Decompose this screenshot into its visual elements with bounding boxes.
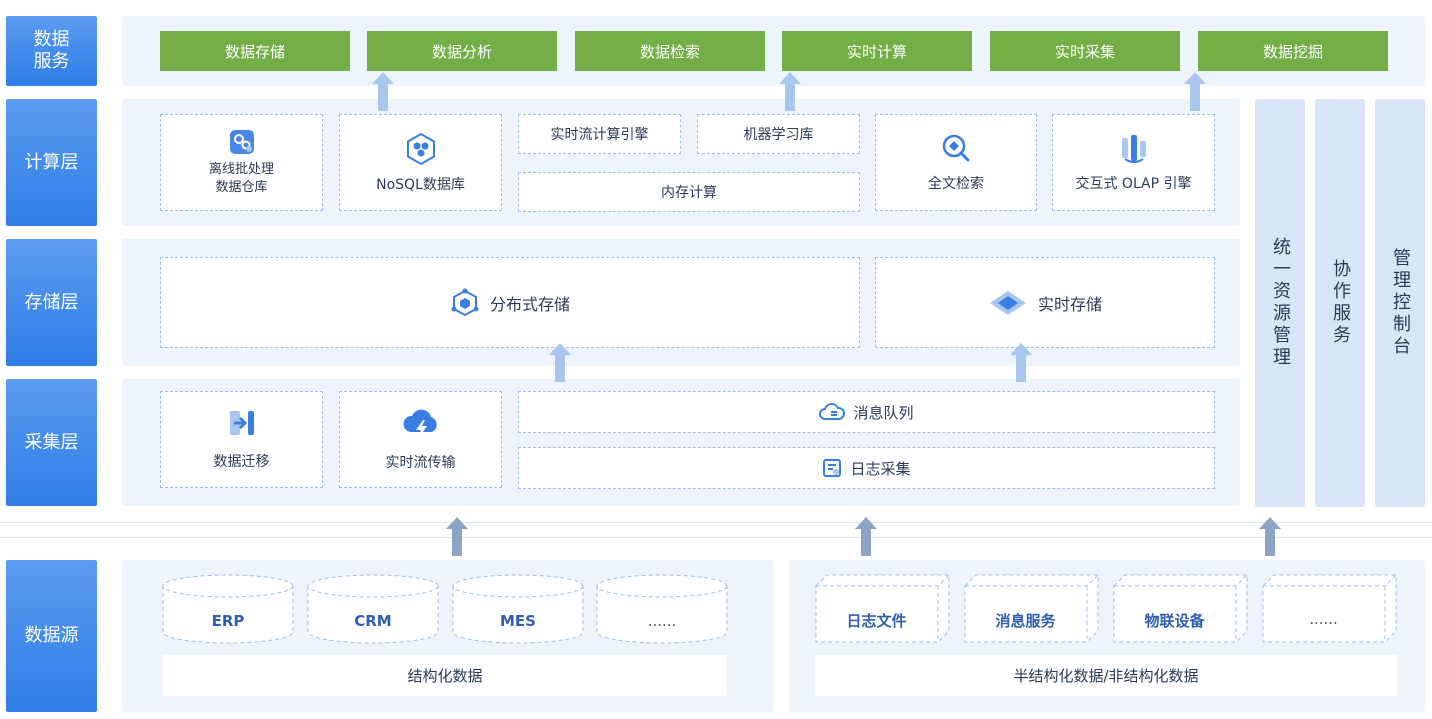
cloud-queue-icon <box>819 403 846 420</box>
cylinder-shape <box>307 574 439 644</box>
side-resource-management: 统一资源管理 <box>1255 99 1305 507</box>
layer-label-collect: 采集层 <box>6 379 97 506</box>
source-more-structured: ...... <box>596 574 728 644</box>
iot-devices-label: 物联设备 <box>1144 612 1205 630</box>
crm-label: CRM <box>354 612 392 630</box>
storage-realtime: 实时存储 <box>875 257 1215 348</box>
source-log-files: 日志文件 <box>815 574 950 644</box>
message-service-label: 消息服务 <box>995 612 1056 630</box>
compute-nosql: NoSQL数据库 <box>339 114 502 211</box>
erp-label: ERP <box>211 612 245 630</box>
cylinder-shape <box>596 574 728 644</box>
layer-label-service: 数据 服务 <box>6 16 97 86</box>
search-icon <box>942 134 970 161</box>
log-collect-label: 日志采集 <box>850 459 911 478</box>
source-more-semi: ...... <box>1262 574 1397 644</box>
service-realtime-compute: 实时计算 <box>782 31 972 71</box>
source-iot-devices: 物联设备 <box>1113 574 1248 644</box>
arrow-up-mining <box>1184 72 1206 111</box>
log-files-label: 日志文件 <box>846 612 907 630</box>
collaboration-label: 协作服务 <box>1330 259 1351 347</box>
collect-data-migration: 数据迁移 <box>160 391 323 488</box>
streaming-label: 实时流传输 <box>385 454 456 471</box>
resource-management-label: 统一资源管理 <box>1270 237 1291 369</box>
mes-label: MES <box>500 612 536 630</box>
realtime-storage-label: 实时存储 <box>1037 294 1102 314</box>
collect-log: 日志采集 <box>518 447 1215 489</box>
semi-caption: 半结构化数据/非结构化数据 <box>815 655 1397 696</box>
cube-shape <box>1262 574 1397 643</box>
arrow-up-analysis <box>372 72 394 111</box>
compute-stream-engine: 实时流计算引擎 <box>518 114 681 154</box>
console-label: 管理控制台 <box>1390 248 1411 358</box>
olap-label: 交互式 OLAP 引擎 <box>1075 175 1192 192</box>
nosql-label: NoSQL数据库 <box>376 176 465 193</box>
compute-olap-engine: 交互式 OLAP 引擎 <box>1052 114 1215 211</box>
more-semi-label: ...... <box>1309 610 1338 628</box>
separator-line <box>0 537 1432 538</box>
source-message-service: 消息服务 <box>964 574 1099 644</box>
arrow-up-realtime-compute <box>779 72 801 111</box>
service-data-retrieval: 数据检索 <box>575 31 765 71</box>
compute-fulltext-search: 全文检索 <box>875 114 1037 211</box>
side-collaboration-service: 协作服务 <box>1315 99 1365 507</box>
distributed-storage-label: 分布式存储 <box>489 294 570 314</box>
layer-label-compute: 计算层 <box>6 99 97 226</box>
cube-shape <box>964 574 1099 643</box>
message-queue-label: 消息队列 <box>853 403 914 422</box>
log-document-icon <box>823 459 842 477</box>
nosql-database-icon <box>406 132 435 165</box>
layer-label-source: 数据源 <box>6 560 97 712</box>
layer-label-storage: 存储层 <box>6 239 97 366</box>
service-data-analysis: 数据分析 <box>367 31 557 71</box>
source-erp: ERP <box>162 574 294 644</box>
cylinder-shape <box>452 574 584 644</box>
source-crm: CRM <box>307 574 439 644</box>
arrow-up-semi <box>855 517 877 556</box>
collect-realtime-streaming: 实时流传输 <box>339 391 502 488</box>
service-data-mining: 数据挖掘 <box>1198 31 1388 71</box>
batch-label-line2: 数据仓库 <box>215 179 268 195</box>
diamond-layers-icon <box>989 290 1026 315</box>
service-realtime-collect: 实时采集 <box>990 31 1180 71</box>
cube-network-icon <box>451 288 479 316</box>
more-structured-label: ...... <box>647 612 677 630</box>
cloud-lightning-icon <box>402 409 437 439</box>
batch-label-line1: 离线批处理 <box>208 161 274 177</box>
cylinder-shape <box>162 574 294 644</box>
migration-label: 数据迁移 <box>213 453 270 470</box>
migration-icon <box>229 410 254 435</box>
side-management-console: 管理控制台 <box>1375 99 1425 507</box>
storage-distributed: 分布式存储 <box>160 257 860 348</box>
fulltext-label: 全文检索 <box>928 175 984 192</box>
cube-shape <box>815 574 950 643</box>
service-data-storage: 数据存储 <box>160 31 350 71</box>
collect-message-queue: 消息队列 <box>518 391 1215 433</box>
compute-in-memory: 内存计算 <box>518 172 860 212</box>
olap-engine-icon <box>1121 134 1146 163</box>
compute-ml-library: 机器学习库 <box>697 114 860 154</box>
structured-caption: 结构化数据 <box>163 655 727 696</box>
compute-batch-warehouse: 离线批处理 数据仓库 <box>160 114 323 211</box>
arrow-up-distributed-storage <box>549 343 571 382</box>
arrow-up-side <box>1259 517 1281 556</box>
arrow-up-realtime-storage <box>1010 343 1032 382</box>
separator-line <box>0 522 1432 523</box>
cube-shape <box>1113 574 1248 643</box>
source-mes: MES <box>452 574 584 644</box>
arrow-up-structured <box>446 517 468 556</box>
batch-processing-icon <box>229 129 254 154</box>
